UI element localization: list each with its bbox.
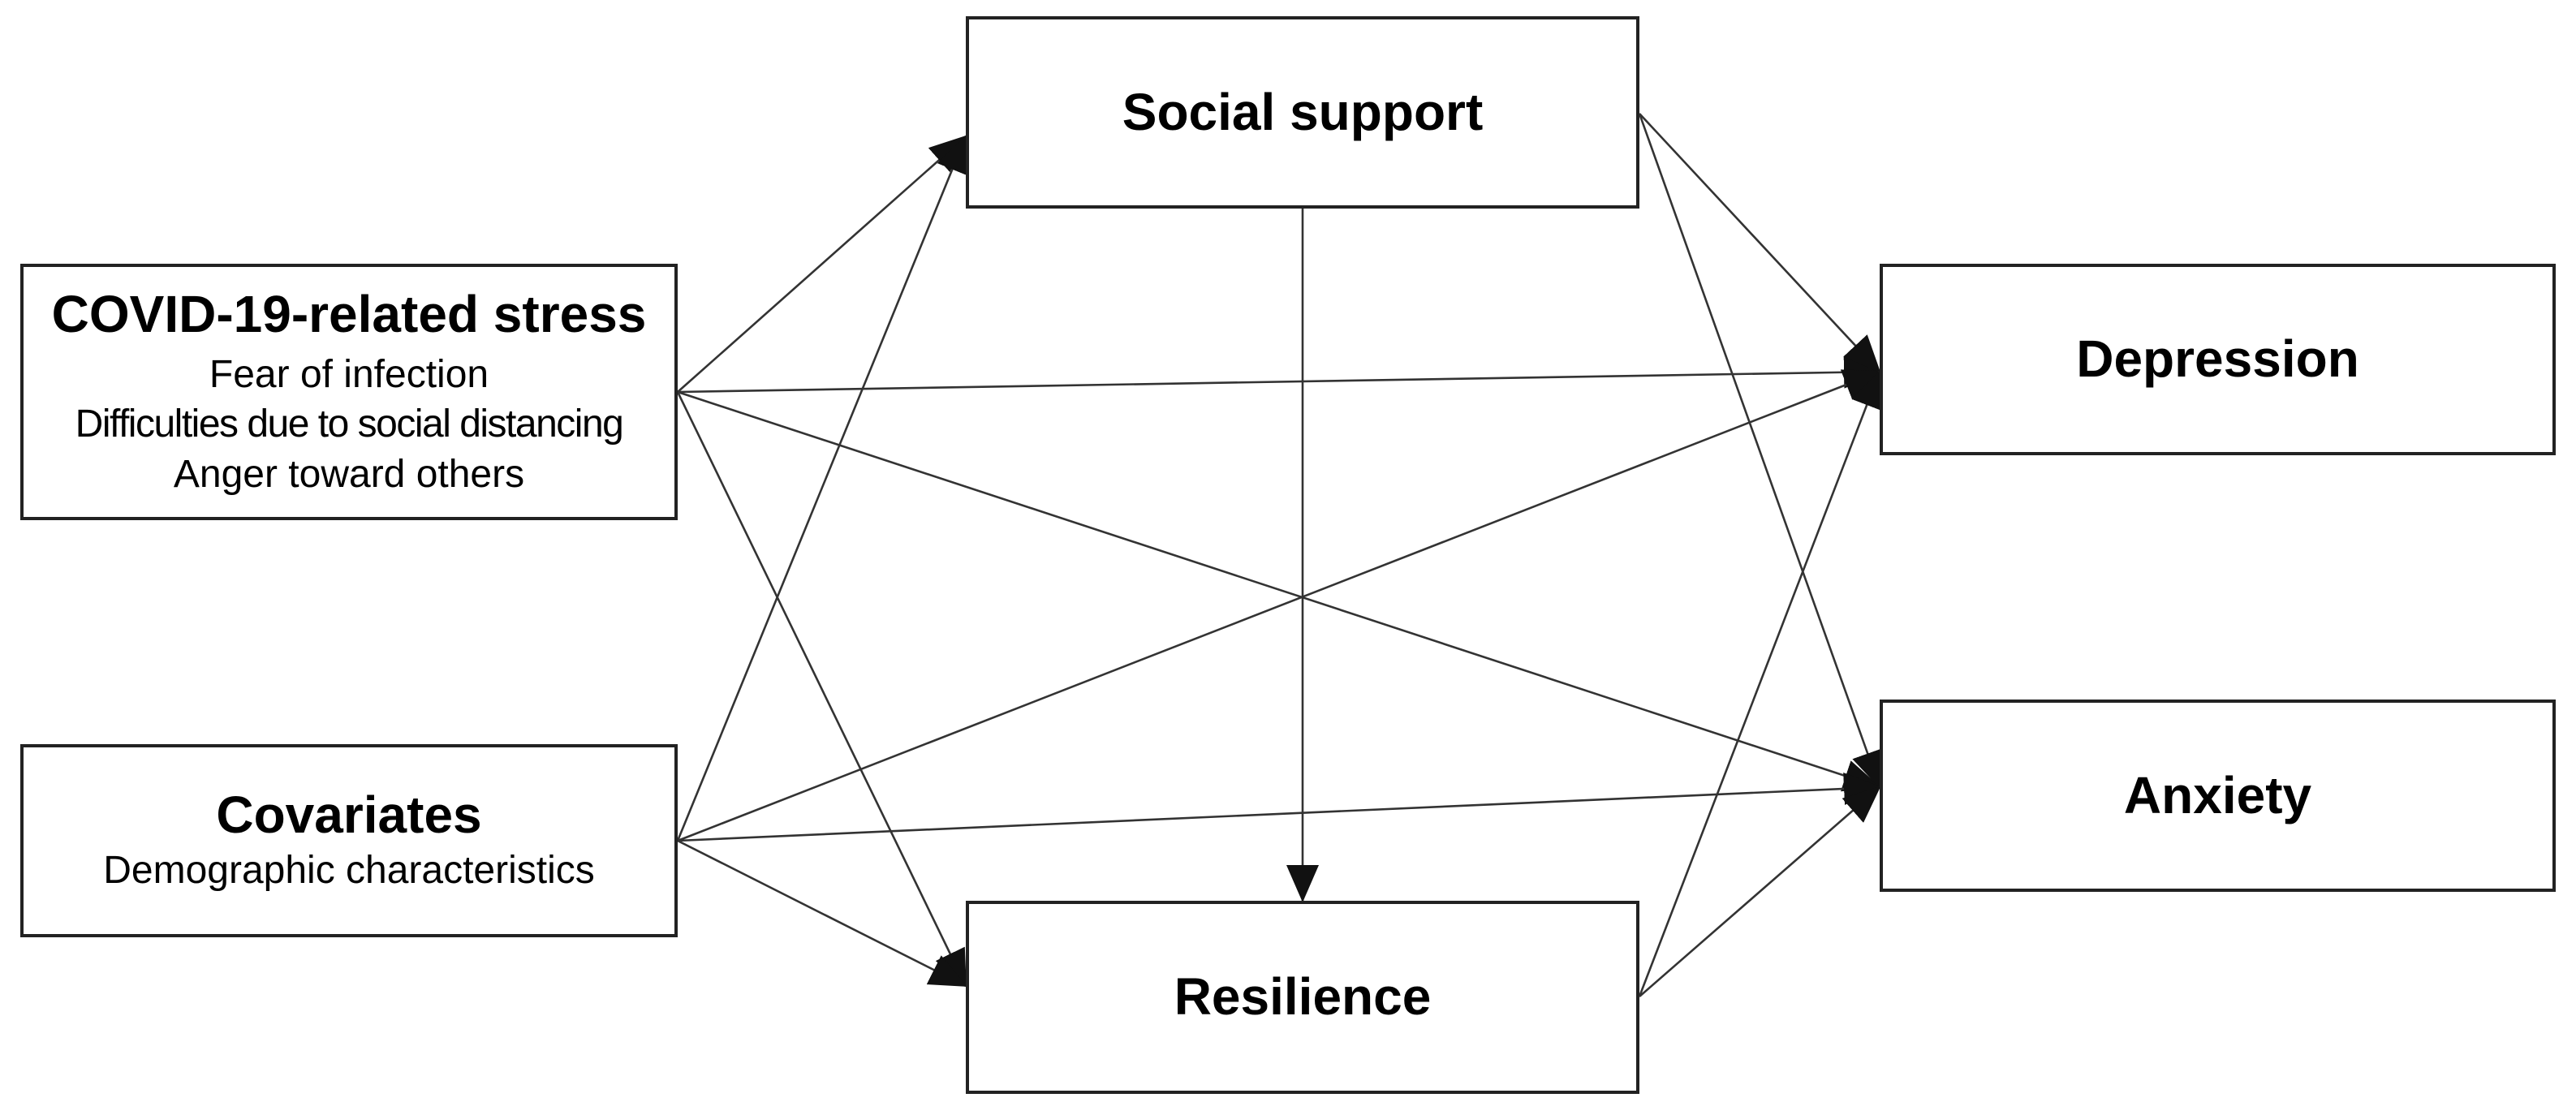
arrow-resilience-to-depression — [1638, 370, 1882, 997]
social-support-title: Social support — [1122, 82, 1484, 141]
depression-box: Depression — [1880, 264, 2556, 455]
covid-stress-title: COVID-19-related stress — [51, 285, 647, 344]
arrow-social-support-to-anxiety — [1638, 113, 1884, 789]
arrow-covariates-to-resilience — [677, 839, 967, 988]
social-support-box: Social support — [966, 16, 1639, 209]
arrow-resilience-to-anxiety — [1639, 786, 1881, 997]
covariates-box: Covariates Demographic characteristics — [20, 744, 678, 937]
demographic-characteristics-item: Demographic characteristics — [103, 849, 595, 893]
depression-title: Depression — [2076, 329, 2359, 389]
arrow-covid-stress-to-social-support — [677, 135, 967, 393]
arrow-covid-stress-to-anxiety — [677, 390, 1881, 792]
arrow-social-support-to-depression — [1639, 113, 1881, 373]
covariates-title: Covariates — [216, 786, 482, 845]
arrow-covid-stress-to-depression — [677, 355, 1881, 394]
fear-of-infection-item: Fear of infection — [209, 352, 489, 396]
anxiety-box: Anxiety — [1880, 700, 2556, 892]
covid-stress-box: COVID-19-related stress Fear of infectio… — [20, 264, 678, 520]
arrow-covariates-to-social-support — [676, 135, 967, 842]
resilience-title: Resilience — [1174, 967, 1432, 1027]
resilience-box: Resilience — [966, 901, 1639, 1094]
arrow-covariates-to-anxiety — [677, 772, 1881, 842]
arrow-covariates-to-depression — [677, 369, 1881, 842]
social-distancing-difficulties-item: Difficulties due to social distancing — [75, 403, 624, 446]
anxiety-title: Anxiety — [2123, 765, 2312, 824]
anger-toward-others-item: Anger toward others — [173, 452, 525, 496]
arrow-covid-stress-to-resilience — [676, 391, 967, 988]
